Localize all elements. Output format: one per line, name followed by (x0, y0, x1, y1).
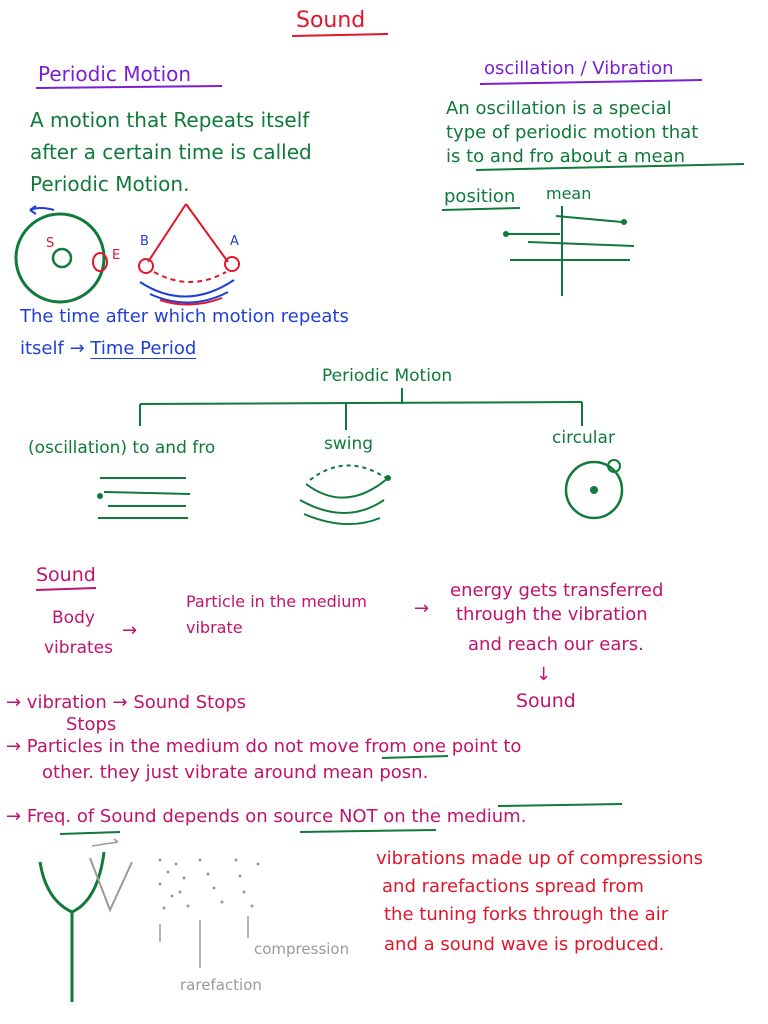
oscillation-position: position (444, 186, 516, 207)
orbit-diagram (14, 205, 108, 304)
label-e: E (112, 248, 121, 263)
tree-lines (139, 388, 583, 430)
fork-note-line3: the tuning forks through the air (384, 904, 669, 925)
pendulum-diagram (138, 203, 240, 306)
point-freq-not: NOT on the (338, 806, 441, 827)
freq-underline (59, 831, 121, 835)
sound-heading: Sound (36, 564, 96, 586)
title-underline (291, 33, 389, 37)
circular-diagram (564, 459, 624, 520)
periodic-motion-heading: Periodic Motion (38, 62, 192, 86)
energy-line3: and reach our ears. (468, 634, 644, 655)
oscillation-heading-underline (479, 79, 703, 85)
point-particles: → Particles in the medium do not move fr… (6, 736, 521, 757)
periodic-def-line2: after a certain time is called (30, 140, 312, 164)
point-freq-term: Freq. (26, 806, 72, 827)
body-line2: vibrates (44, 638, 113, 658)
point-freq-c: medium. (446, 806, 527, 827)
point-vibration-stops-b: Stops (66, 714, 117, 735)
tree-root: Periodic Motion (322, 366, 453, 386)
oscillation-heading: oscillation / Vibration (484, 58, 674, 79)
compression-label: compression (254, 940, 350, 958)
oscillation-line2: type of periodic motion that (446, 122, 699, 143)
position-underline (441, 207, 521, 211)
point-freq-arrow: → (6, 806, 22, 827)
label-s: S (46, 236, 55, 251)
point-particles-do-not: do not (245, 736, 304, 757)
periodic-heading-underline (35, 85, 223, 89)
swing-arrows (299, 464, 391, 526)
point-particles-b: move from one point to (308, 736, 522, 757)
time-period-term: Time Period (90, 338, 197, 359)
particle-line1: Particle in the medium (186, 592, 367, 611)
body-line1: Body (52, 608, 95, 628)
tree-branch-oscillation: (oscillation) to and fro (28, 438, 216, 458)
sound-result: Sound (516, 690, 576, 712)
time-period-line1: The time after which motion repeats (20, 306, 349, 327)
particle-line2: vibrate (186, 618, 243, 637)
point-particles-a: → Particles in the medium (6, 736, 240, 757)
fork-note-line4: and a sound wave is produced. (384, 934, 665, 955)
arrow-down-sound: ↓ (536, 664, 552, 685)
time-period-prefix: itself → (20, 338, 85, 359)
rarefaction-label: rarefaction (180, 976, 262, 994)
oscillation-line1: An oscillation is a special (446, 98, 672, 119)
point-vibration-stops: → vibration → Sound Stops (6, 692, 247, 713)
point-freq: → Freq. of Sound depends on source NOT o… (6, 806, 526, 827)
point-particles-c: other. they just vibrate around mean pos… (42, 762, 429, 783)
point-freq-depends: depends on source (162, 806, 334, 827)
mean-position-diagram (503, 206, 635, 296)
label-b: B (140, 234, 149, 249)
point-freq-b: of Sound (76, 806, 157, 827)
mean-label: mean (546, 184, 592, 203)
to-fro-arrows (97, 477, 191, 519)
fork-note-line2: and rarefactions spread from (382, 876, 644, 897)
tree-branch-swing: swing (324, 434, 374, 454)
tree-branch-circular: circular (552, 428, 615, 448)
label-a: A (230, 234, 239, 249)
periodic-def-line3: Periodic Motion. (30, 172, 190, 196)
arrow-body-particle: → (122, 620, 138, 641)
energy-line2: through the vibration (456, 604, 648, 625)
oscillation-is: is (446, 146, 461, 167)
arrow-particle-energy: → (414, 598, 430, 619)
sound-heading-underline (35, 587, 97, 591)
oscillation-to-fro: to and fro about a mean (466, 146, 686, 167)
fork-note-line1: vibrations made up of compressions (376, 848, 704, 869)
energy-line1: energy gets transferred (450, 580, 664, 601)
page-title: Sound (296, 8, 366, 33)
time-period-line2: itself → Time Period (20, 338, 196, 359)
depends-underline (299, 829, 437, 833)
periodic-def-line1: A motion that Repeats itself (30, 108, 310, 132)
oscillation-line3: is to and fro about a mean (446, 146, 685, 167)
